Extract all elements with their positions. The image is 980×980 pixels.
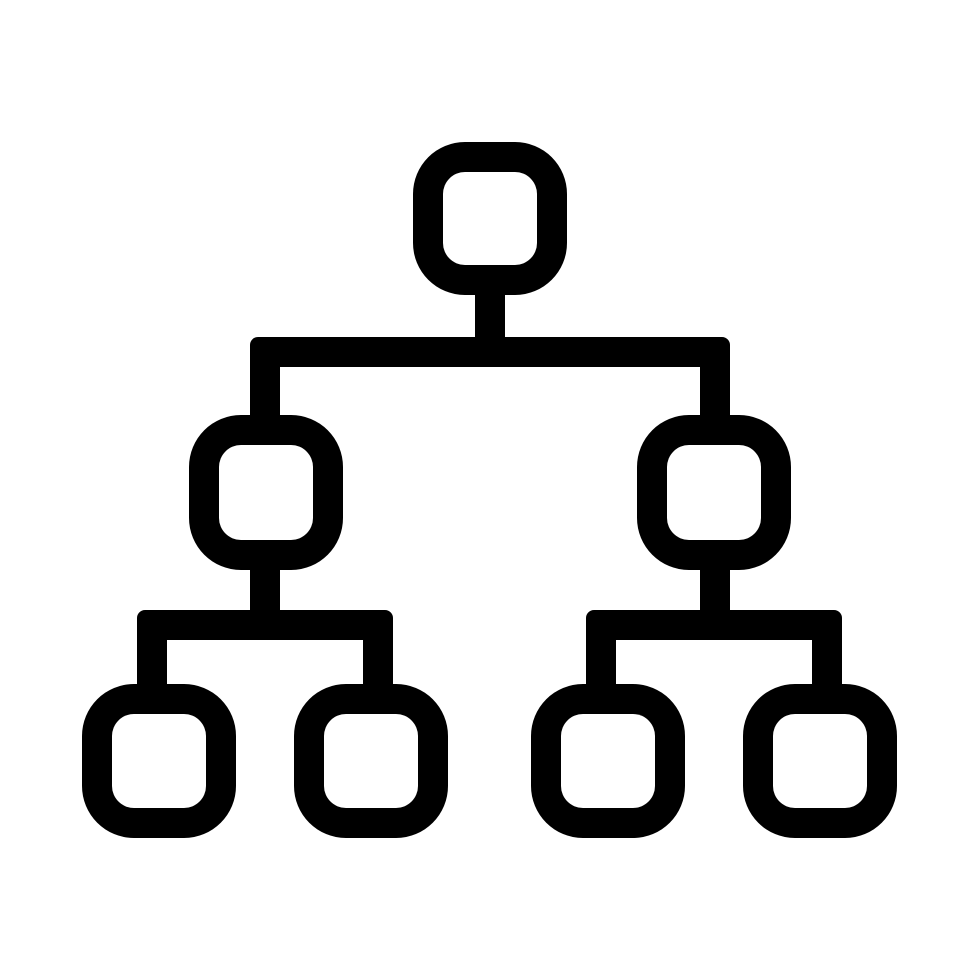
node-right-left <box>531 684 685 838</box>
node-left-left <box>82 684 236 838</box>
node-right <box>637 415 791 570</box>
connector-level1-bar <box>250 337 730 367</box>
connector-right-drop-b <box>812 620 842 690</box>
node-left-right <box>294 684 448 838</box>
connectors <box>137 292 842 690</box>
node-root <box>413 142 567 295</box>
connector-drop-left <box>250 345 280 420</box>
node-left <box>189 415 343 570</box>
connector-left-drop-b <box>363 620 393 690</box>
node-right-right <box>743 684 897 838</box>
connector-drop-right <box>700 345 730 420</box>
connector-right-drop-a <box>586 620 616 690</box>
nodes <box>82 142 897 838</box>
connector-right-bar <box>586 610 842 640</box>
connector-left-bar <box>137 610 393 640</box>
connector-left-drop-a <box>137 620 167 690</box>
